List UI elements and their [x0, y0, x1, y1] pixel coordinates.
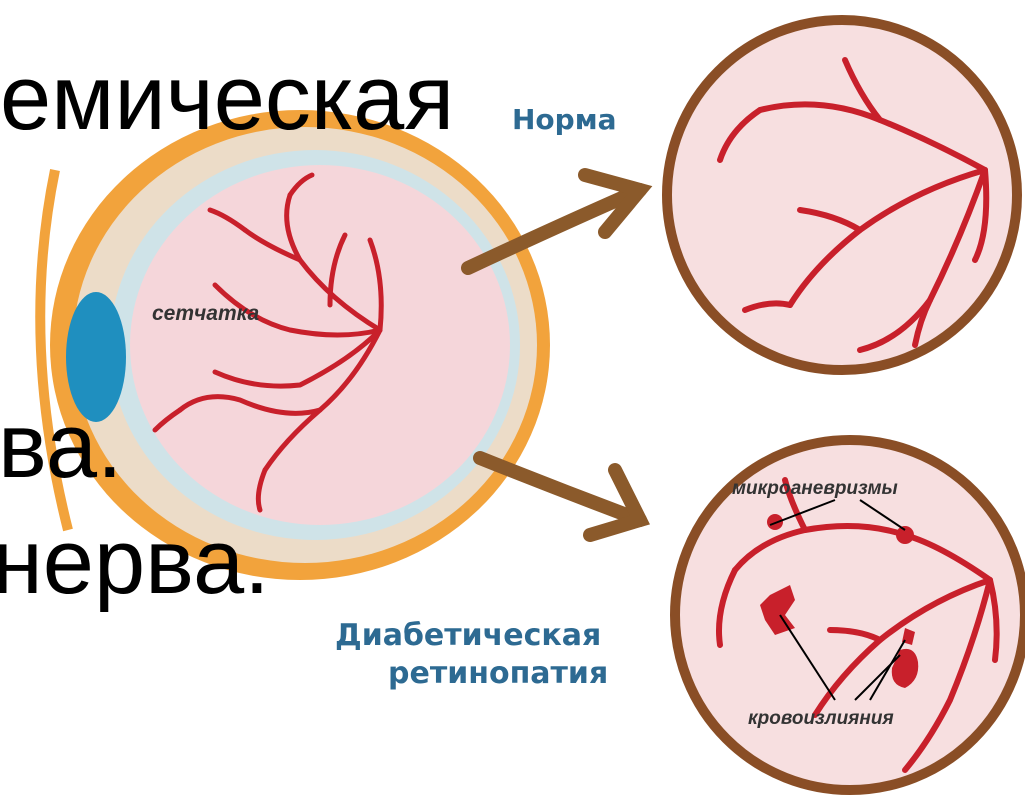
label-microaneurysms: микроаневризмы [732, 478, 898, 500]
label-diabetic-line-2: ретинопатия [388, 656, 608, 691]
label-retina: сетчатка [152, 302, 259, 326]
label-hemorrhages: кровоизлияния [748, 708, 894, 730]
label-norm: Норма [512, 103, 617, 136]
label-diabetic-line-1: Диабетическая [335, 618, 601, 653]
